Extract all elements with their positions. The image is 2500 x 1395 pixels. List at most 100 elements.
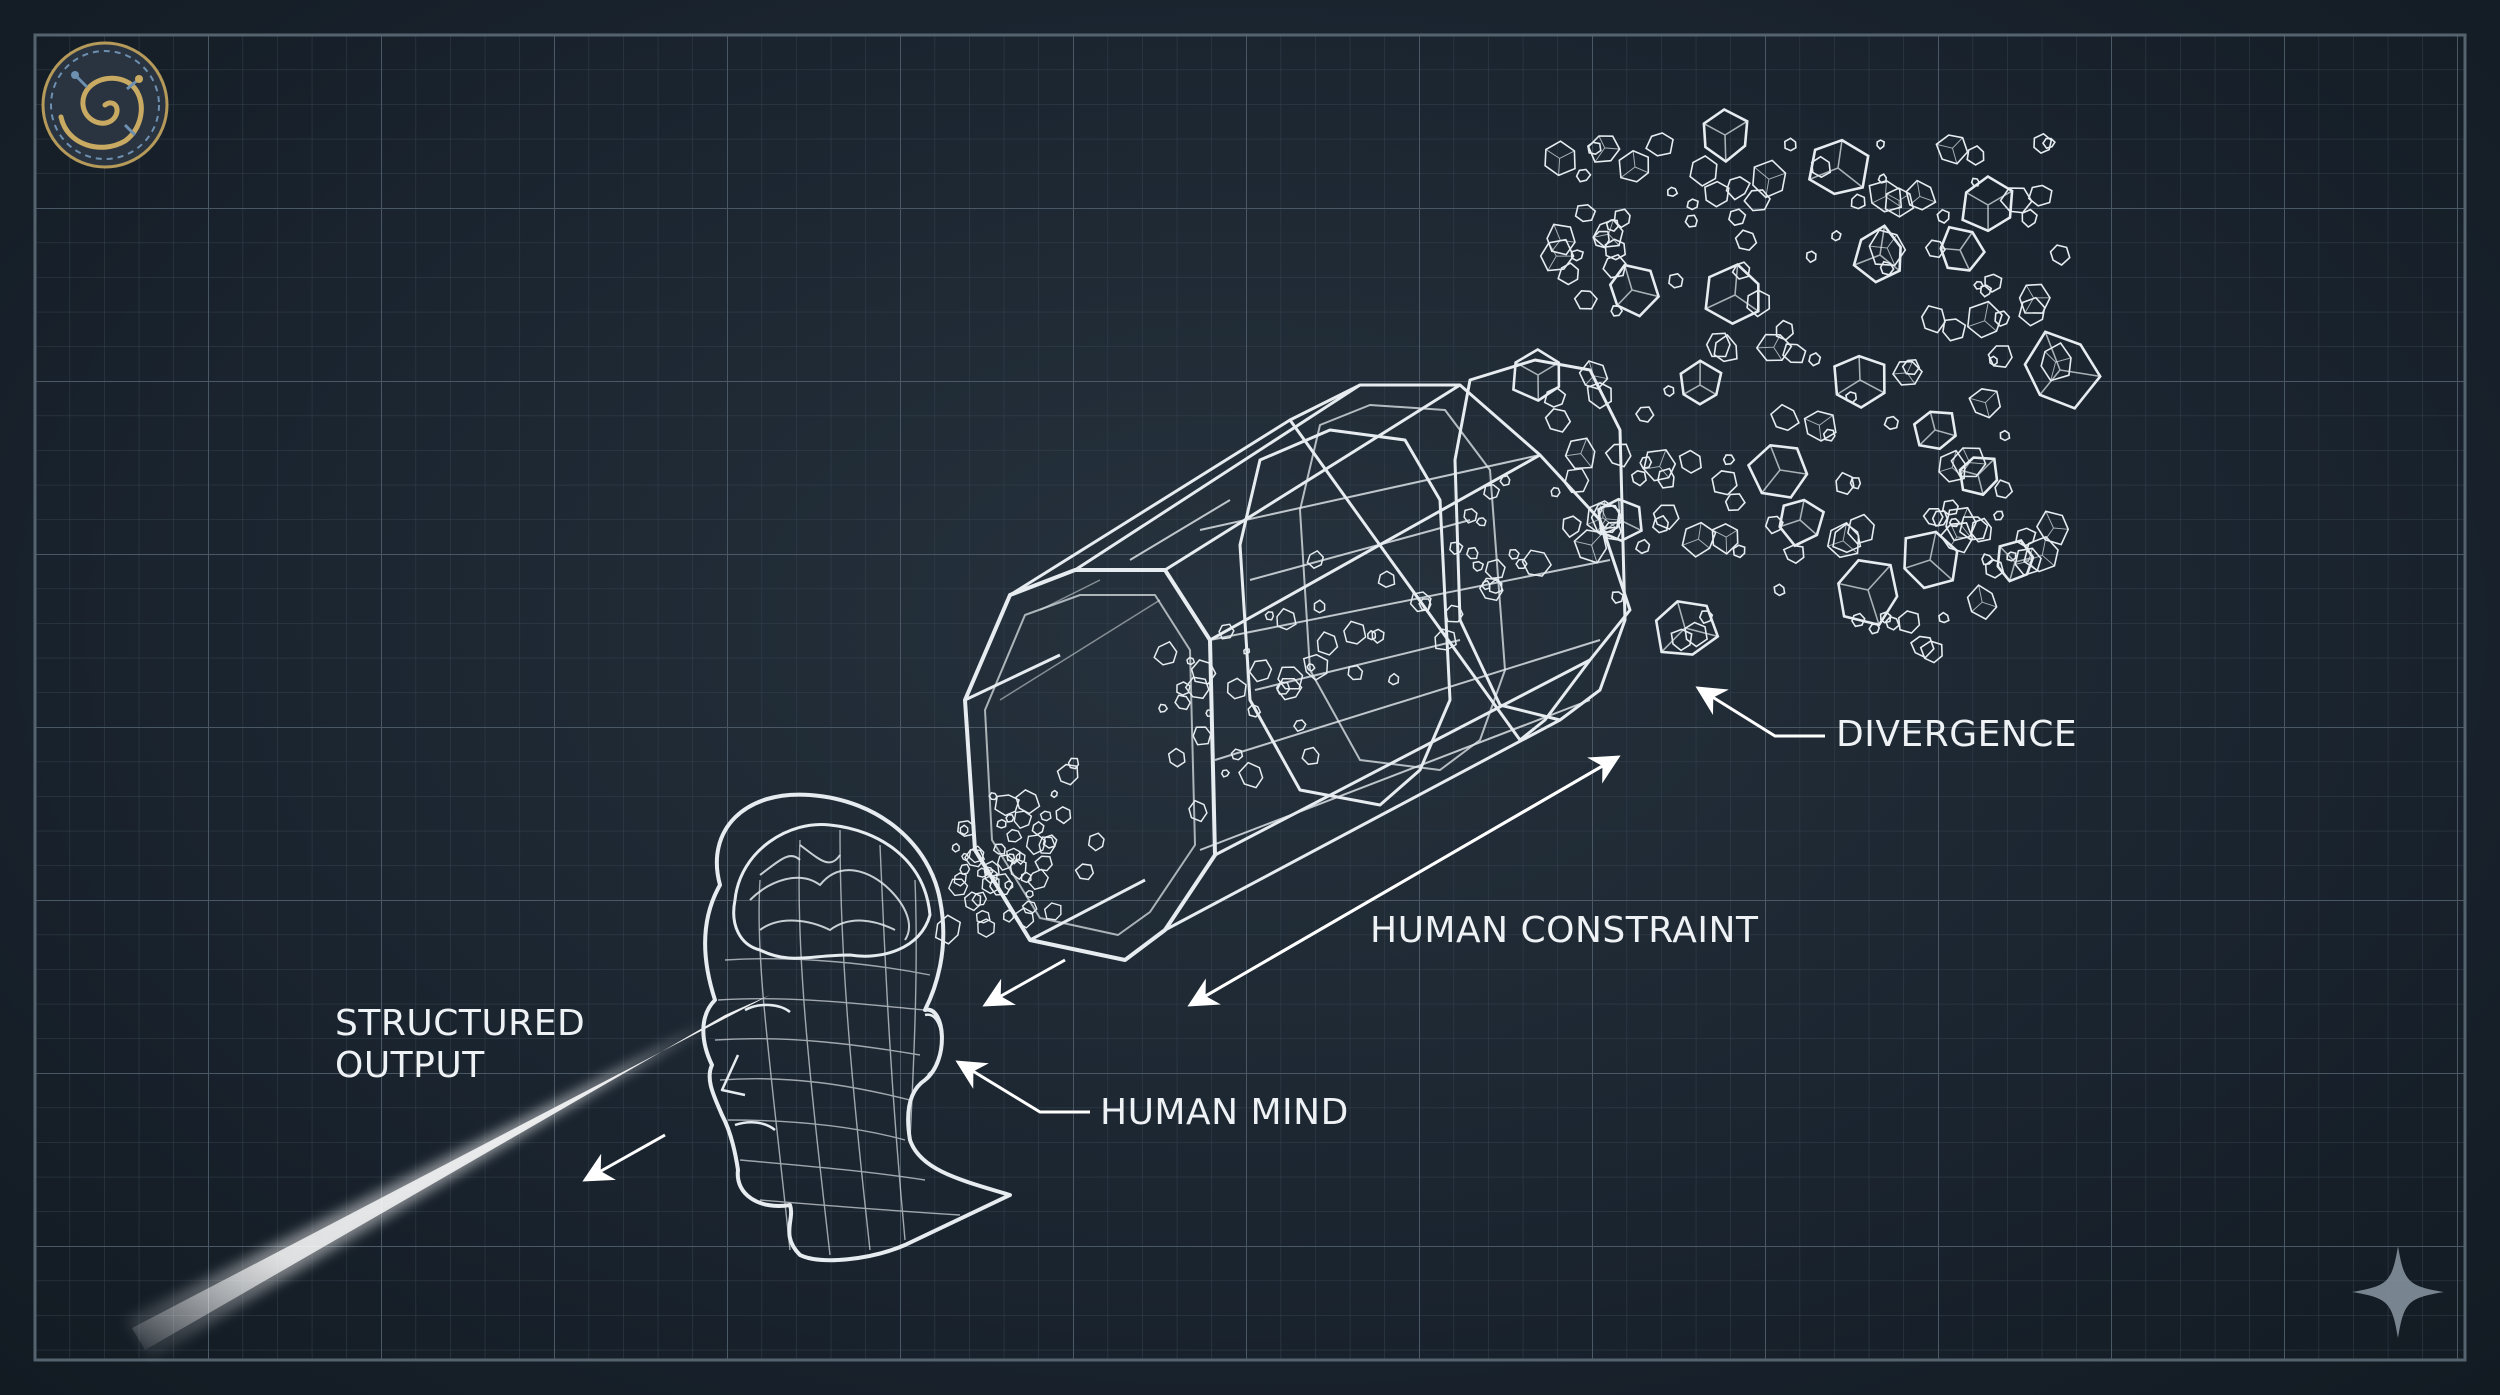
mind-input-arrow bbox=[982, 958, 1066, 1007]
polyhedron-fragment bbox=[2049, 244, 2071, 266]
polyhedron-fragment bbox=[961, 852, 970, 862]
polyhedron-fragment bbox=[1746, 443, 1809, 499]
polyhedron-facet-lines bbox=[1892, 361, 1916, 385]
polyhedron-fragment bbox=[1961, 174, 2014, 233]
polyhedron-fragment bbox=[1508, 549, 1520, 560]
polyhedron-fragment bbox=[1377, 570, 1396, 589]
polyhedron-fragment bbox=[1465, 546, 1479, 560]
polyhedron-fragment bbox=[1573, 289, 1598, 310]
polyhedron-fragment bbox=[1604, 238, 1627, 261]
polyhedron-fragment bbox=[1002, 909, 1015, 923]
polyhedron-fragment bbox=[988, 791, 998, 801]
polyhedron-fragment bbox=[1849, 476, 1862, 490]
polyhedron-fragment bbox=[1684, 621, 1708, 648]
polyhedron-fragment bbox=[1711, 470, 1738, 496]
polyhedron-fragment bbox=[1689, 155, 1718, 187]
polyhedron-fragment bbox=[1920, 304, 1946, 334]
polyhedron-facet-lines bbox=[1616, 264, 1659, 306]
polyhedron-fragment bbox=[1275, 681, 1291, 695]
polyhedron-fragment bbox=[1550, 486, 1561, 498]
polyhedron-fragment bbox=[1013, 810, 1033, 830]
polyhedron-fragment bbox=[1264, 611, 1275, 621]
polyhedron-fragment bbox=[1994, 479, 2014, 499]
polyhedron-facet-lines bbox=[1587, 500, 1618, 529]
polyhedron-fragment bbox=[1746, 289, 1771, 318]
polyhedron-fragment bbox=[1938, 611, 1950, 624]
polyhedron-fragment bbox=[1876, 139, 1886, 150]
polyhedron-facet-lines bbox=[1869, 234, 1898, 266]
polyhedron-fragment bbox=[1293, 719, 1307, 733]
polyhedron-fragment bbox=[996, 854, 1015, 872]
polyhedron-fragment bbox=[1844, 391, 1858, 404]
polyhedron-fragment bbox=[1850, 193, 1866, 210]
polyhedron-fragment bbox=[1611, 591, 1624, 605]
polyhedron-fragment bbox=[1782, 343, 1807, 364]
polyhedron-fragment bbox=[1387, 672, 1400, 686]
polyhedron-fragment bbox=[1833, 354, 1886, 410]
polyhedron-fragment bbox=[1832, 523, 1862, 554]
polyhedron-fragment bbox=[1184, 676, 1210, 700]
human-mind-label: HUMAN MIND bbox=[1100, 1092, 1349, 1133]
polyhedron-facet-lines bbox=[1551, 224, 1576, 252]
polyhedron-facet-lines bbox=[2044, 351, 2072, 381]
human-mind-leader bbox=[955, 1060, 1090, 1114]
polyhedron-fragment bbox=[2035, 510, 2070, 546]
polyhedron-fragment bbox=[1158, 703, 1169, 713]
polyhedron-fragment bbox=[1922, 507, 1944, 527]
polyhedron-fragment bbox=[1578, 360, 1609, 390]
structured-output-label-line-2: OUTPUT bbox=[335, 1045, 485, 1086]
polyhedron-fragment bbox=[1087, 832, 1105, 852]
polyhedron-fragment bbox=[994, 794, 1020, 817]
polyhedron-facet-lines bbox=[1594, 135, 1620, 163]
polyhedron-fragment bbox=[1488, 579, 1503, 595]
polyhedron-fragment bbox=[2042, 137, 2056, 150]
polyhedron-fragment bbox=[992, 843, 1006, 855]
polyhedron-facet-lines bbox=[1969, 390, 1998, 418]
polyhedron-fragment bbox=[1868, 179, 1903, 213]
polyhedron-fragment bbox=[1764, 515, 1784, 535]
polyhedron-facet-lines bbox=[1938, 450, 1965, 479]
polyhedron-facet-lines bbox=[1809, 140, 1864, 189]
polyhedron-facet-lines bbox=[1682, 522, 1710, 549]
polyhedron-fragment bbox=[1851, 612, 1866, 628]
polyhedron-fragment bbox=[1564, 467, 1590, 494]
polyhedron-facet-lines bbox=[1804, 414, 1834, 441]
polyhedron-fragment bbox=[1868, 229, 1907, 267]
polyhedron-fragment bbox=[1306, 549, 1325, 570]
polyhedron-fragment bbox=[1301, 746, 1320, 766]
polyhedron-fragment bbox=[1705, 332, 1731, 358]
polyhedron-fragment bbox=[1038, 836, 1056, 855]
polyhedron-fragment bbox=[1831, 229, 1842, 242]
polyhedron-fragment bbox=[1966, 300, 2003, 339]
polyhedron-fragment bbox=[1586, 500, 1621, 536]
dimension-arrows bbox=[582, 686, 1825, 1182]
polyhedron-fragment bbox=[959, 824, 969, 836]
polyhedron-fragment bbox=[1970, 517, 1993, 543]
polyhedron-fragment bbox=[1306, 662, 1316, 672]
polyhedron-fragment bbox=[1979, 284, 1993, 298]
polyhedron-fragment bbox=[1782, 544, 1805, 565]
polyhedron-fragment bbox=[1852, 224, 1902, 284]
polyhedron-fragment bbox=[1544, 408, 1572, 433]
polyhedron-fragment bbox=[1630, 469, 1647, 487]
polyhedron-fragment bbox=[976, 867, 989, 878]
polyhedron-fragment bbox=[1728, 208, 1747, 227]
polyhedron-facet-lines bbox=[1515, 361, 1560, 401]
polyhedron-fragment bbox=[1515, 558, 1528, 570]
polyhedron-fragment bbox=[1190, 659, 1217, 685]
polyhedron-fragment bbox=[1067, 757, 1080, 770]
polyhedron-fragment bbox=[1910, 635, 1935, 659]
polyhedron-fragment bbox=[1025, 889, 1034, 899]
polyhedron-facet-lines bbox=[1643, 449, 1670, 479]
polyhedron-fragment bbox=[1783, 137, 1797, 152]
polyhedron-fragment bbox=[2021, 208, 2038, 229]
polyhedron-fragment bbox=[1884, 615, 1900, 631]
polyhedron-fragment bbox=[1021, 900, 1038, 915]
polyhedron-fragment bbox=[1702, 107, 1749, 164]
polyhedron-fragment bbox=[1056, 763, 1079, 786]
polyhedron-fragment bbox=[1847, 513, 1875, 545]
polyhedron-fragment bbox=[1883, 415, 1899, 431]
polyhedron-fragment bbox=[1192, 726, 1212, 746]
polyhedron-facet-lines bbox=[1871, 180, 1902, 208]
polyhedron-fragment bbox=[1775, 319, 1794, 341]
